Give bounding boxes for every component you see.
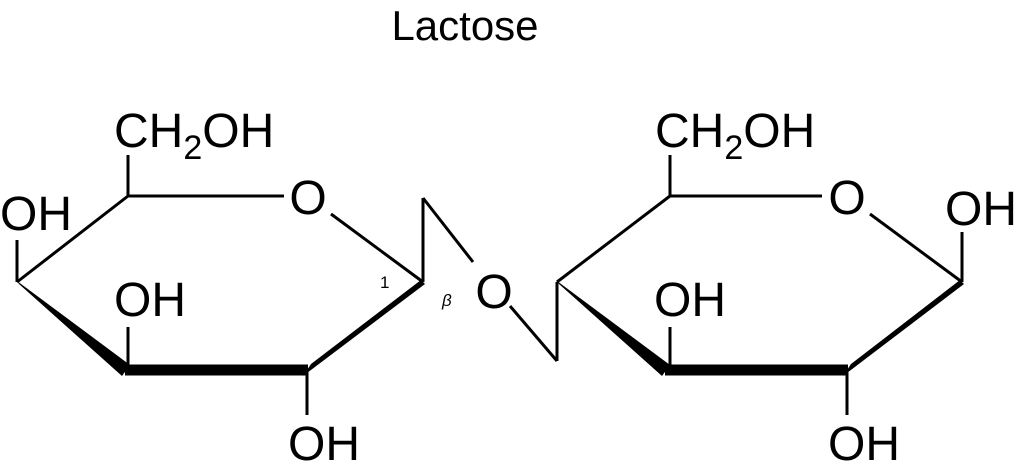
galactose-ch2oh-label: CH2OH — [114, 105, 274, 167]
link-o-bond-lower — [508, 305, 559, 362]
c4-c5-bond — [556, 194, 671, 284]
c4-c5-bond — [16, 194, 129, 284]
ring-o-c1-bond — [869, 212, 963, 284]
ring-o-c1-bond — [330, 212, 424, 284]
link-o-bond-upper — [421, 197, 475, 263]
glycosidic-linkage: O — [421, 197, 559, 362]
galactose-c3-oh: OH — [114, 274, 186, 327]
glycosidic-oxygen: O — [475, 266, 512, 319]
galactose-c2-oh: OH — [288, 418, 360, 469]
glucose-c1-oh: OH — [945, 183, 1017, 236]
c2-c1-wedge-bond — [843, 280, 964, 376]
glucose-c2-oh: OH — [828, 418, 900, 469]
anomeric-carbon-number: 1 — [380, 273, 389, 292]
galactose-ring-oxygen: O — [289, 172, 326, 225]
galactose-ring: CH2OH O OH OH OH 1 β — [0, 105, 452, 469]
c4-c3-wedge-bond — [557, 281, 670, 376]
glucose-ch2oh-label: CH2OH — [655, 105, 815, 167]
diagram-title: Lactose — [391, 2, 538, 49]
galactose-c4-oh: OH — [0, 188, 72, 241]
glucose-ring: CH2OH O OH OH OH — [556, 105, 1017, 469]
beta-label: β — [441, 291, 452, 310]
c4-c3-wedge-bond — [17, 281, 130, 376]
glucose-ring-oxygen: O — [828, 172, 865, 225]
glucose-c3-oh: OH — [654, 274, 726, 327]
c2-c1-wedge-bond — [303, 280, 425, 376]
